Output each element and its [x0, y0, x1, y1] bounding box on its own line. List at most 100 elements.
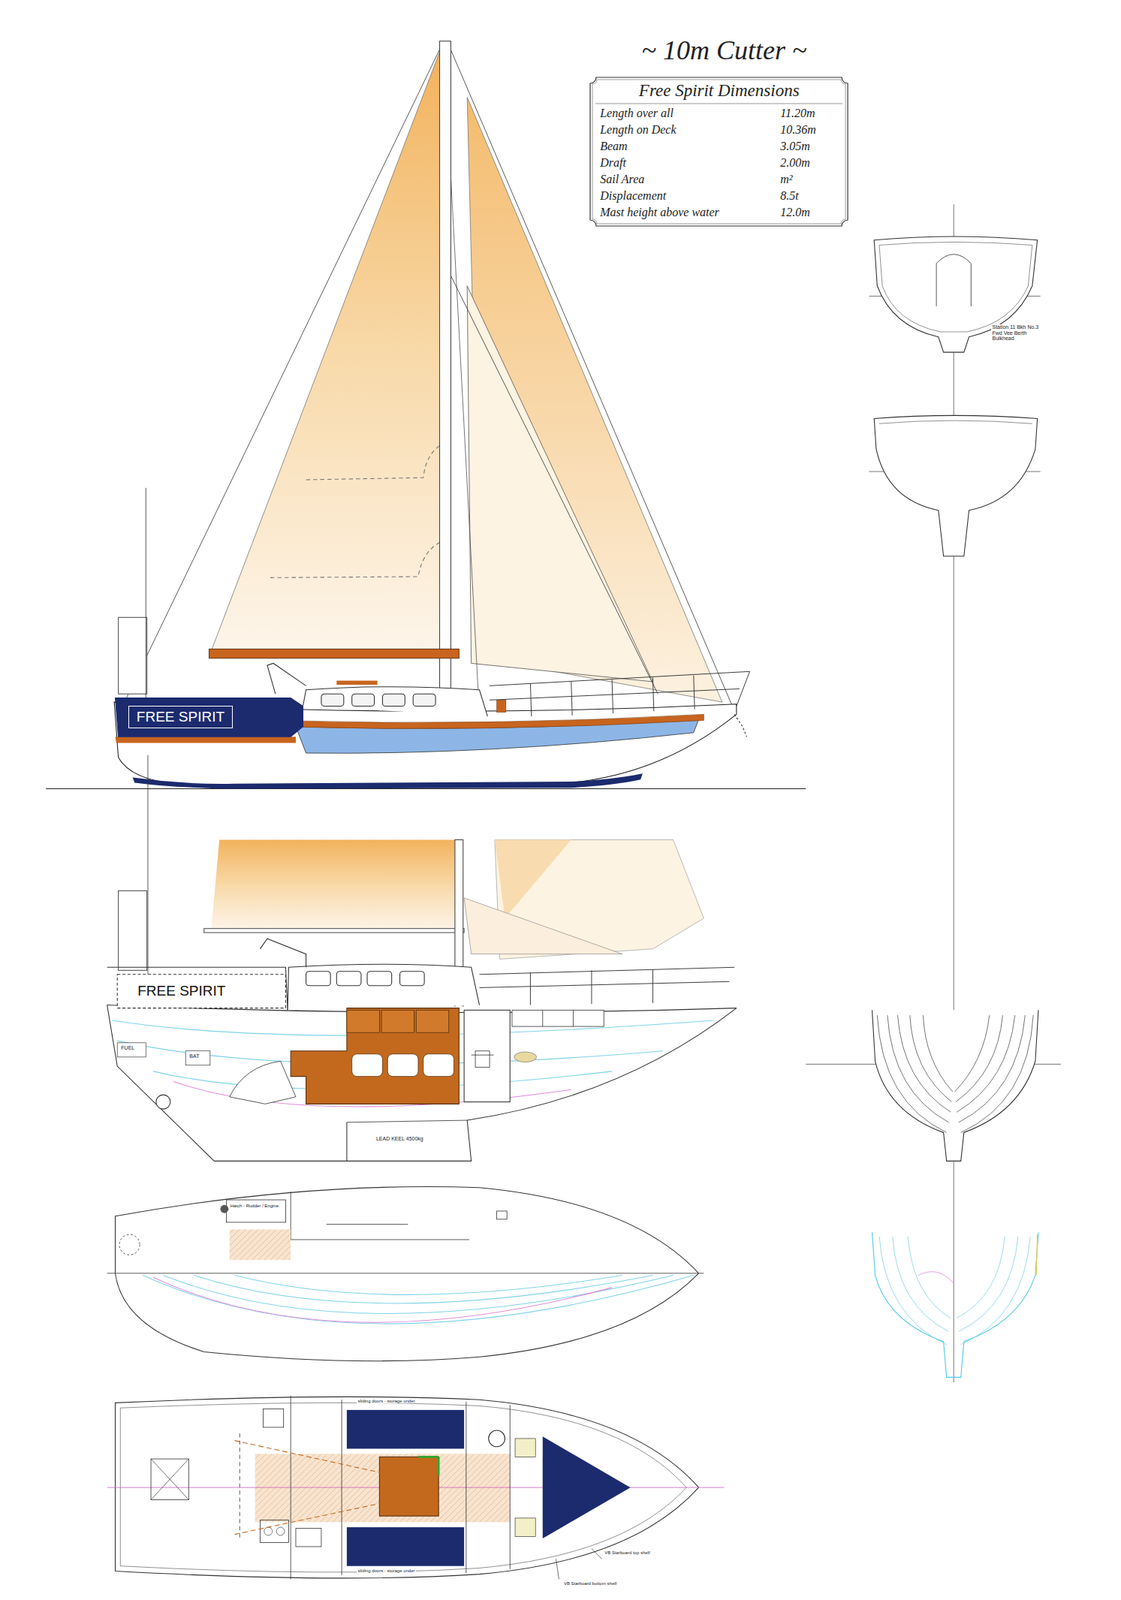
- name-board: FREE SPIRIT: [128, 705, 233, 729]
- hull-sections: [1036, 1234, 1037, 1275]
- lines-plan: [229, 1229, 292, 1260]
- accommodation-plan: [264, 1527, 273, 1536]
- sail-plan: [267, 662, 307, 694]
- hull-sections: [955, 1015, 1034, 1133]
- sail-plan: [530, 671, 750, 717]
- sail-plan: [210, 49, 441, 652]
- table-cell-label: Draft: [599, 156, 627, 170]
- drawing-note: Hatch - Rudder / Engine: [229, 1203, 280, 1209]
- accommodation-plan: [346, 1527, 465, 1567]
- table-cell-value: m²: [780, 172, 793, 187]
- lines-plan: [107, 1187, 705, 1362]
- interior-profile: [229, 1060, 296, 1104]
- interior-profile: [464, 898, 623, 955]
- lines-plan: [119, 1234, 140, 1255]
- drawing-note: VB Starboard top shelf: [603, 1550, 651, 1556]
- name-board: FREE SPIRIT: [129, 980, 235, 1004]
- sail-plan: [382, 693, 405, 706]
- interior-profile: [423, 1054, 455, 1077]
- sail-plan: [412, 693, 436, 706]
- interior-profile: [400, 971, 425, 986]
- table-cell-label: Sail Area: [599, 172, 645, 187]
- interior-profile: [107, 755, 737, 1162]
- sail-plan: [118, 617, 148, 694]
- accommodation-plan: [234, 1440, 388, 1535]
- sail-plan: [302, 687, 488, 717]
- sail-plan: [497, 699, 507, 712]
- sail-plan: [336, 681, 377, 685]
- accommodation-plan: [515, 1518, 536, 1537]
- accommodation-plan: [515, 1438, 536, 1457]
- accommodation-plan: [542, 1436, 631, 1539]
- table-cell-value: 2.00m: [780, 156, 811, 170]
- hull-sections: [873, 415, 1037, 556]
- hull-sections: [918, 1271, 955, 1284]
- hull-sections: [956, 1236, 1031, 1345]
- diagram-title: ~ 10m Cutter ~: [499, 34, 950, 67]
- interior-profile: [204, 928, 465, 933]
- hull-sections: [879, 1236, 951, 1345]
- table-cell-value: 11.20m: [780, 106, 815, 121]
- interior-profile: [147, 755, 148, 975]
- lines-plan: [193, 1275, 653, 1304]
- lines-plan: [497, 1211, 508, 1220]
- sail-plan: [734, 714, 747, 737]
- hull-sections: [953, 204, 955, 1383]
- sail-plan: [124, 42, 443, 703]
- lines-plan: [115, 1273, 700, 1362]
- sail-plan: [115, 698, 304, 738]
- accommodation-plan: [295, 1527, 322, 1546]
- lines-plan: [234, 1275, 622, 1296]
- table-frame: [592, 79, 846, 224]
- interior-profile: [367, 971, 392, 986]
- drawing-note: Station 11 Bkh No.3 Fwd Vee Berth Bulkhe…: [991, 324, 1041, 342]
- sail-plan: [306, 440, 450, 480]
- interior-profile: [336, 971, 362, 986]
- accommodation-plan: [107, 1395, 725, 1580]
- table-cell-label: Length on Deck: [599, 123, 676, 137]
- dimensions-table: Free Spirit DimensionsLength over all11.…: [589, 76, 849, 227]
- accommodation-plan: [276, 1527, 285, 1536]
- table-cell-value: 10.36m: [780, 123, 817, 137]
- interior-profile: [210, 839, 459, 931]
- accommodation-plan: [488, 1430, 506, 1447]
- boat-name: FREE SPIRIT: [137, 983, 226, 1000]
- interior-profile: [107, 1005, 737, 1162]
- hull-sections: [876, 1015, 953, 1133]
- sail-plan: [450, 275, 658, 694]
- sail-plan: [132, 773, 643, 789]
- lines-plan: [226, 1199, 287, 1223]
- table-cell-label: Displacement: [599, 189, 666, 203]
- lines-plan: [142, 1275, 694, 1325]
- accommodation-plan: [150, 1458, 189, 1500]
- accommodation-plan: [255, 1453, 511, 1522]
- interior-profile: [117, 974, 286, 1009]
- table-cell-label: Mast height above water: [599, 205, 720, 220]
- table-frame: [590, 77, 848, 227]
- interior-profile: [306, 971, 332, 986]
- accommodation-plan: [150, 1458, 189, 1500]
- interior-profile: [346, 1122, 347, 1162]
- drawing-note: sliding doors - storage under: [356, 1568, 416, 1574]
- table-rule: [595, 102, 843, 104]
- sail-plan: [208, 648, 459, 658]
- hull-sections: [872, 1232, 1039, 1378]
- hull-sections: [936, 254, 971, 307]
- sail-plan: [114, 702, 737, 785]
- lines-plan: [153, 1277, 612, 1323]
- hull-sections: [879, 241, 1033, 332]
- sail-plan: [145, 488, 147, 705]
- interior-profile: [464, 1009, 510, 1102]
- table-cell-label: Beam: [599, 139, 627, 154]
- drawing-note: VB Starboard bottom shelf: [563, 1581, 618, 1587]
- interior-profile: [346, 1009, 380, 1033]
- interior-profile: [514, 1051, 537, 1063]
- drawing-note: BAT: [188, 1053, 200, 1060]
- drawing-note: sliding doors - storage under: [356, 1398, 416, 1405]
- table-cell-value: 3.05m: [780, 139, 811, 154]
- lines-plan: [115, 1187, 700, 1274]
- interior-profile: [471, 1051, 495, 1068]
- accommodation-plan: [418, 1455, 439, 1459]
- lines-plan: [290, 1191, 470, 1240]
